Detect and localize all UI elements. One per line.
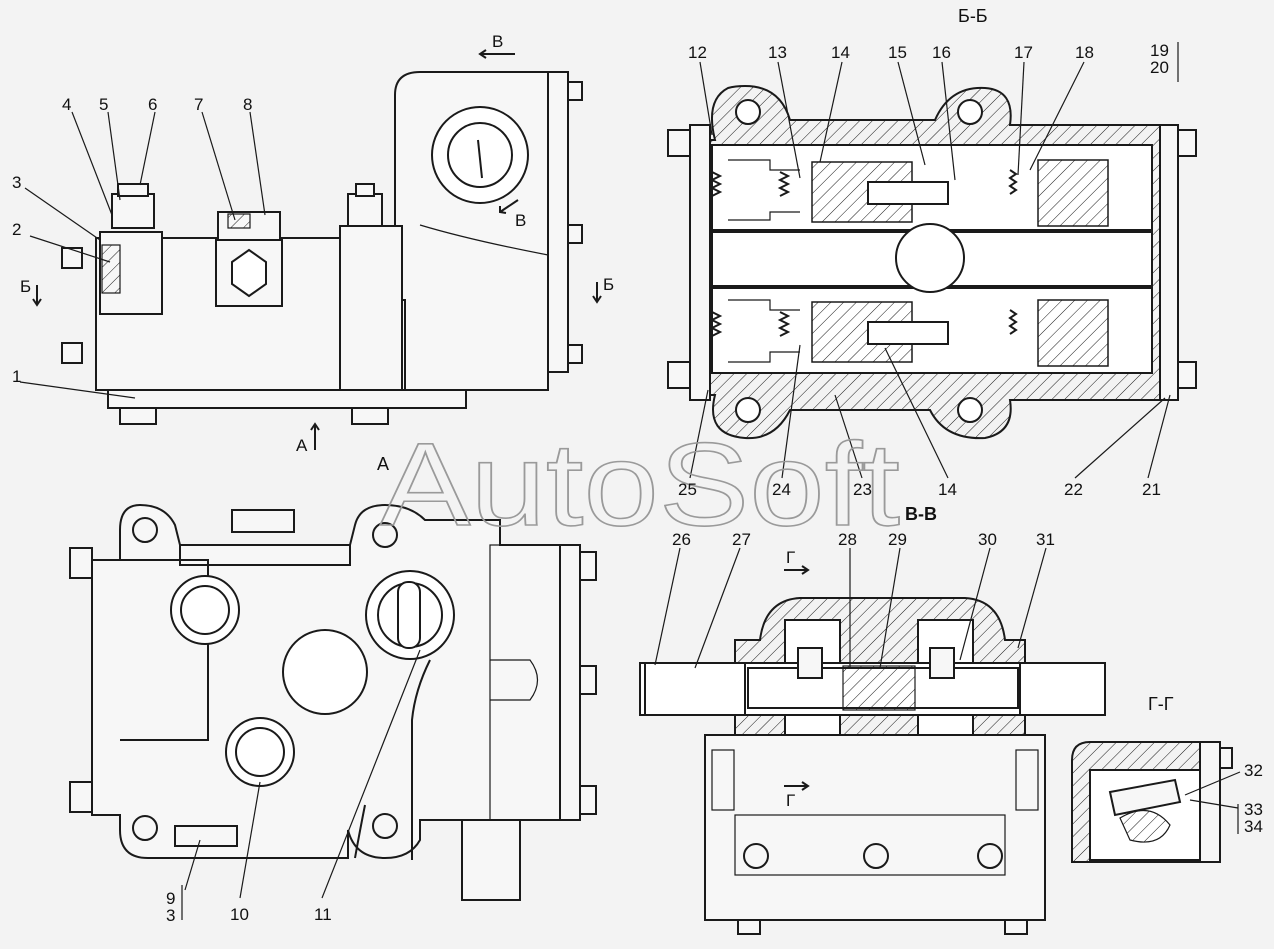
callout-4: 4 — [62, 95, 71, 114]
callout-24: 24 — [772, 480, 791, 499]
callout-30: 30 — [978, 530, 997, 549]
callout-18: 18 — [1075, 43, 1094, 62]
marker-g-bottom: Г — [786, 791, 795, 810]
callout-5: 5 — [99, 95, 108, 114]
callout-27: 27 — [732, 530, 751, 549]
callout-22: 22 — [1064, 480, 1083, 499]
callout-33: 33 — [1244, 800, 1263, 819]
callout-28: 28 — [838, 530, 857, 549]
callout-2: 2 — [12, 220, 21, 239]
callout-20: 20 — [1150, 58, 1169, 77]
marker-v-top: В — [492, 32, 503, 51]
callout-6: 6 — [148, 95, 157, 114]
view-a — [69, 503, 597, 901]
view-title-a: А — [377, 454, 389, 474]
section-bb — [667, 84, 1197, 440]
marker-v-mid: В — [515, 211, 526, 230]
section-vv — [639, 597, 1106, 935]
watermark: AutoSoft — [380, 419, 900, 551]
callout-3: 3 — [12, 173, 21, 192]
callout-10: 10 — [230, 905, 249, 924]
callout-26: 26 — [672, 530, 691, 549]
section-title-bb: Б-Б — [958, 6, 988, 26]
callout-14: 14 — [831, 43, 850, 62]
callout-3-bottom: 3 — [166, 906, 175, 925]
section-title-vv: В-В — [905, 504, 937, 524]
marker-b-left: Б — [20, 277, 31, 296]
section-title-gg: Г-Г — [1148, 694, 1174, 714]
callout-32: 32 — [1244, 761, 1263, 780]
front-view — [61, 71, 583, 425]
callout-34: 34 — [1244, 817, 1263, 836]
leader-lines — [19, 42, 1241, 920]
callout-12: 12 — [688, 43, 707, 62]
callout-numbers: 1 2 3 4 5 6 7 8 9 3 10 11 12 13 14 15 16… — [12, 41, 1263, 925]
callout-17: 17 — [1014, 43, 1033, 62]
marker-a-arrow: А — [296, 436, 308, 455]
callout-1: 1 — [12, 367, 21, 386]
callout-13: 13 — [768, 43, 787, 62]
callout-25: 25 — [678, 480, 697, 499]
section-arrows — [32, 49, 810, 791]
callout-21: 21 — [1142, 480, 1161, 499]
section-gg — [1071, 741, 1233, 863]
callout-31: 31 — [1036, 530, 1055, 549]
marker-b-right: Б — [603, 275, 614, 294]
callout-11: 11 — [314, 905, 332, 924]
callout-19: 19 — [1150, 41, 1169, 60]
marker-g-top: Г — [786, 548, 795, 567]
callout-8: 8 — [243, 95, 252, 114]
callout-7: 7 — [194, 95, 203, 114]
callout-16: 16 — [932, 43, 951, 62]
callout-9: 9 — [166, 889, 175, 908]
callout-23: 23 — [853, 480, 872, 499]
callout-15: 15 — [888, 43, 907, 62]
callout-29: 29 — [888, 530, 907, 549]
callout-14-bottom: 14 — [938, 480, 957, 499]
